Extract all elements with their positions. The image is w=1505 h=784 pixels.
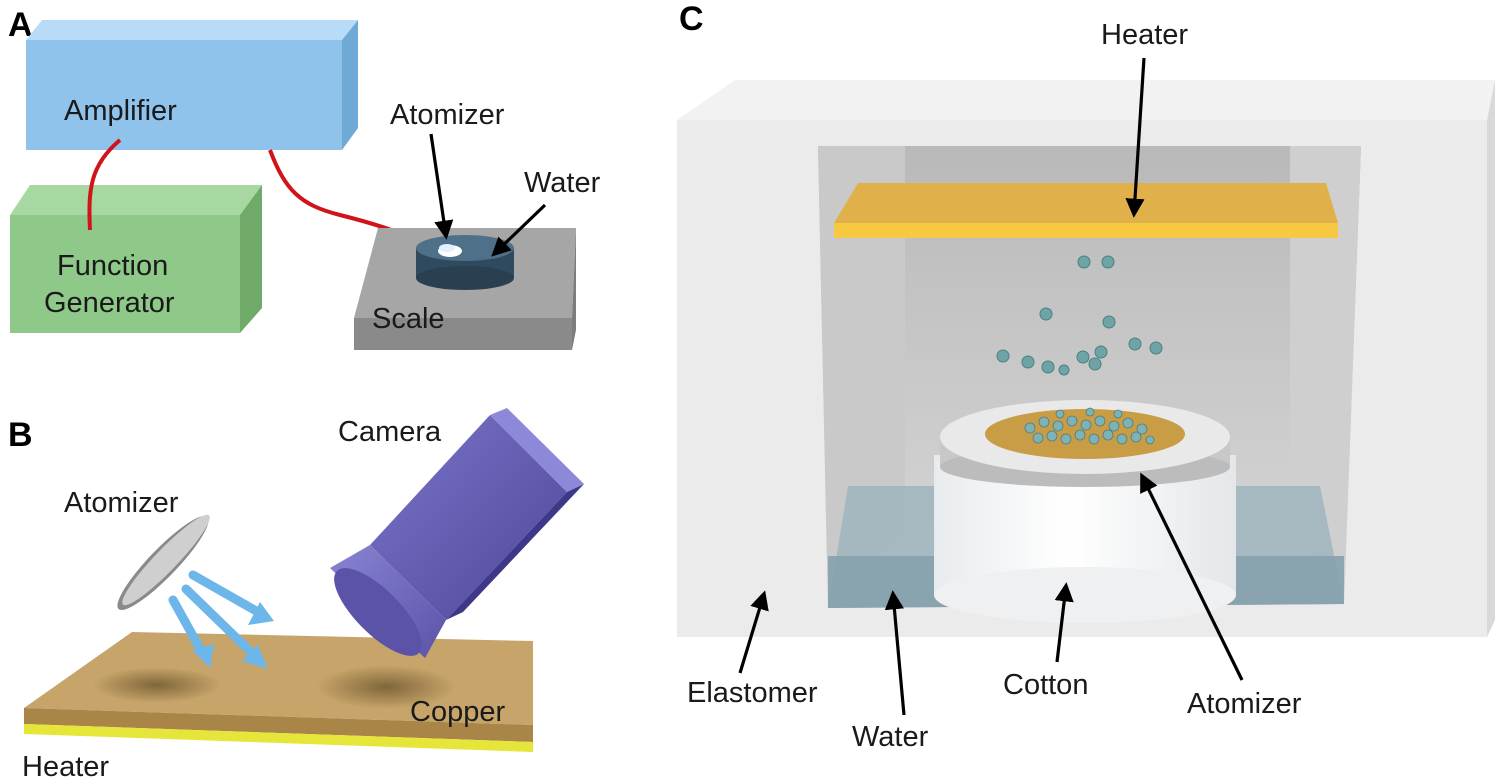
camera [330,408,584,658]
atomizer-disc-b [117,514,210,611]
panel-b-letter: B [8,416,33,454]
water-dish [416,235,514,290]
atomizer-label-b: Atomizer [64,487,179,519]
scale-label: Scale [372,303,445,335]
elastomer-arrow [738,590,769,674]
function-generator-label-line1: Function [57,250,168,282]
atomizer-label-a: Atomizer [390,99,505,131]
atomizer-disc-c [940,400,1230,487]
water-label-a: Water [524,167,601,199]
spray-arrows [168,570,263,660]
wire-generator-amplifier [87,138,122,231]
amplifier-label: Amplifier [64,95,177,127]
panel-c-letter: C [679,0,704,38]
spray-arrowheads [192,602,274,669]
heater-plate [834,183,1338,238]
droplets [996,255,1163,376]
camera-label: Camera [338,416,442,448]
cotton-arrow [1054,582,1074,663]
panel-a: A Amplifier Function Generator Scale [8,6,601,350]
amplifier-box [26,20,358,150]
copper-plate [24,632,533,752]
atomizer-arrow-a [429,133,454,240]
function-generator-box [10,185,262,333]
atomizer-arrow-c [1140,472,1244,681]
water-arrow-c [884,590,906,716]
heater-arrow-c [1125,57,1146,218]
surface-droplets [1024,407,1155,445]
heater-label-c: Heater [1101,19,1188,51]
elastomer-label: Elastomer [687,677,818,709]
atomizer-label-c: Atomizer [1187,688,1302,720]
panel-b: B Copper Heater Atomizer [8,408,584,783]
water-arrow-a [491,203,547,257]
panel-c: C [677,0,1495,753]
copper-label: Copper [410,696,505,728]
cotton-label: Cotton [1003,669,1088,701]
function-generator-label-line2: Generator [44,287,175,319]
water-label-c: Water [852,721,929,753]
heater-label-b: Heater [22,751,109,783]
